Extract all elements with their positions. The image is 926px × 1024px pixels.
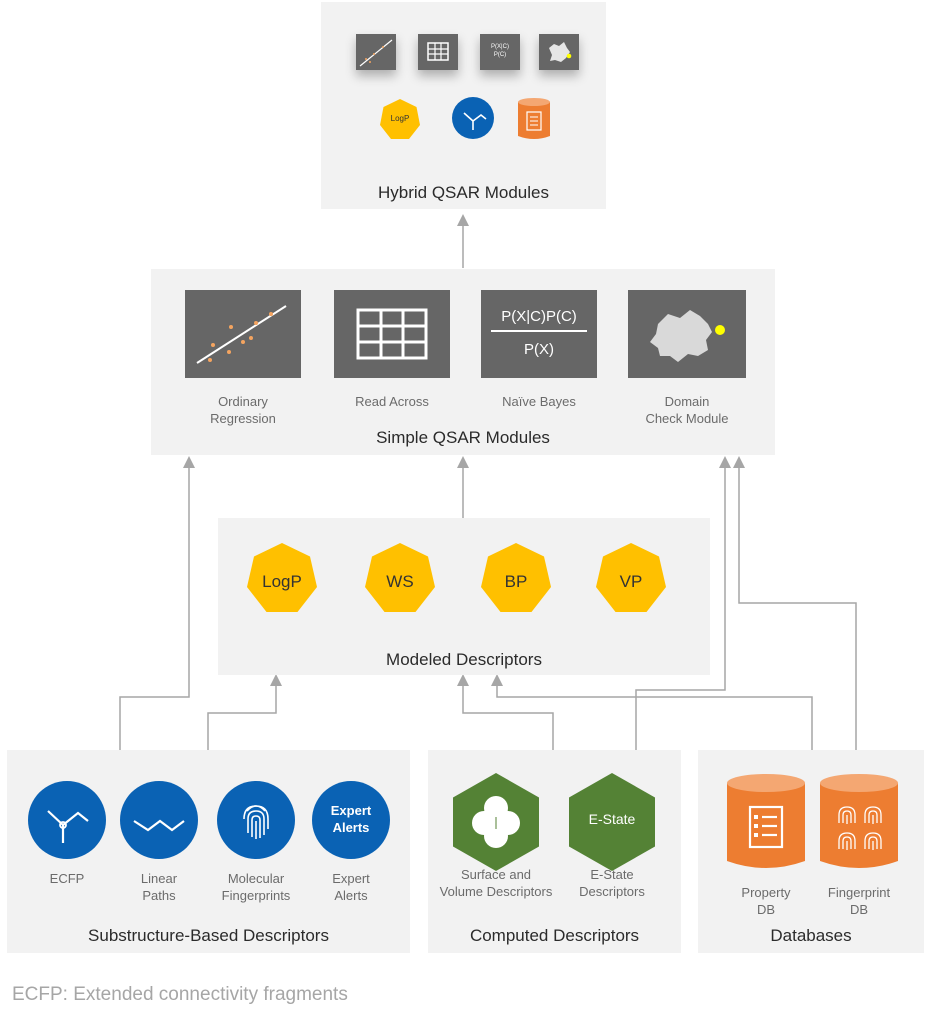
arrow-computed-to-modeled <box>457 674 554 750</box>
linear-paths-label: Linear Paths <box>140 871 178 903</box>
property-db-label: Property DB <box>741 885 791 917</box>
ordinary-regression-tile <box>185 290 301 378</box>
property-db-icon <box>727 774 805 868</box>
fraction-bar <box>491 330 587 332</box>
ws-heptagon <box>365 543 435 612</box>
hybrid-qsar-panel: P(X|C) P(C) LogP Hybrid QSAR Modules <box>321 2 606 209</box>
ecfp-label: ECFP <box>49 871 85 886</box>
naive-bayes-numerator: P(X|C)P(C) <box>501 308 577 325</box>
logp-label: LogP <box>262 572 302 591</box>
ws-label: WS <box>386 572 414 591</box>
arrow-substructure-to-modeled <box>207 674 282 750</box>
arrow-estate-to-simple <box>635 456 731 750</box>
hybrid-qsar-title: Hybrid QSAR Modules <box>377 183 549 202</box>
fingerprint-db-icon <box>820 774 898 868</box>
naive-bayes-denominator: P(X) <box>524 341 554 358</box>
regression-chart-icon <box>196 305 287 364</box>
ecfp-glyph <box>47 810 89 843</box>
expert-alerts-icon-text: Expert Alerts <box>330 803 372 835</box>
vp-label: VP <box>619 572 643 591</box>
databases-panel: Property DB Fingerprint DB Databases <box>698 750 924 953</box>
ecfp-mini-icon <box>452 97 494 139</box>
simple-qsar-panel: Ordinary Regression Read Across P(X|C)P(… <box>151 269 775 455</box>
bp-heptagon <box>481 543 551 612</box>
property-db-mini-icon <box>518 98 550 139</box>
estate-icon-text: E-State <box>588 811 636 827</box>
surface-volume-hexagon <box>453 773 539 871</box>
ordinary-regression-label: Ordinary Regression <box>210 394 276 426</box>
arrow-substructure-to-simple <box>119 456 195 750</box>
naive-bayes-tile: P(X|C)P(C) P(X) <box>481 290 597 378</box>
logp-mini-label: LogP <box>390 114 410 123</box>
molecular-fingerprints-label: Molecular Fingerprints <box>221 871 291 903</box>
regression-mini-tile <box>356 34 396 70</box>
vp-heptagon <box>596 543 666 612</box>
estate-label: E-State Descriptors <box>579 867 645 899</box>
logp-mini-heptagon <box>380 99 420 139</box>
domain-check-tile <box>628 290 746 378</box>
bp-label: BP <box>504 572 528 591</box>
simple-qsar-title: Simple QSAR Modules <box>376 428 550 447</box>
surface-volume-label: Surface and Volume Descriptors <box>439 867 553 899</box>
domain-blob-icon <box>650 310 725 362</box>
naive-bayes-label: Naïve Bayes <box>502 394 576 409</box>
modeled-descriptors-title: Modeled Descriptors <box>386 650 542 669</box>
arrow-db-to-modeled <box>491 674 813 750</box>
ecfp-icon <box>28 781 106 859</box>
blob-mini-icon <box>549 42 572 62</box>
fingerprint-icon <box>217 781 295 859</box>
fingerprint-db-label: Fingerprint DB <box>827 885 891 917</box>
computed-panel: Surface and Volume Descriptors E-State E… <box>428 750 681 953</box>
regression-mini-icon <box>359 39 393 67</box>
ecfp-mini-glyph <box>463 112 487 130</box>
fingerprint-grid <box>838 806 882 850</box>
domain-check-mini-tile <box>539 34 579 70</box>
read-across-mini-tile <box>418 34 458 70</box>
databases-title: Databases <box>770 926 852 945</box>
linear-paths-glyph <box>133 819 185 832</box>
read-across-tile <box>334 290 450 378</box>
fingerprint-glyph <box>243 805 269 839</box>
naive-bayes-mini-text: P(X|C) P(C) <box>491 44 509 58</box>
logp-heptagon <box>247 543 317 612</box>
grid-mini-icon <box>427 42 449 61</box>
grid-icon <box>356 308 428 360</box>
linear-paths-icon <box>120 781 198 859</box>
substructure-title: Substructure-Based Descriptors <box>88 926 329 945</box>
molecule-surface-icon <box>472 796 520 848</box>
footnote: ECFP: Extended connectivity fragments <box>12 984 348 1005</box>
arrow-fingerprint-db-to-simple <box>733 456 857 750</box>
estate-hexagon <box>569 773 655 871</box>
domain-check-label: Domain Check Module <box>645 394 729 426</box>
naive-bayes-mini-tile: P(X|C) P(C) <box>480 34 520 70</box>
expert-alerts-label: Expert Alerts <box>332 871 370 903</box>
modeled-descriptors-panel: LogP WS BP VP Modeled Descriptors <box>218 518 710 675</box>
substructure-panel: ECFP Linear Paths Molecular Fingerprints… <box>7 750 410 953</box>
computed-title: Computed Descriptors <box>469 926 640 945</box>
read-across-label: Read Across <box>355 394 429 409</box>
expert-alerts-icon: Expert Alerts <box>312 781 390 859</box>
